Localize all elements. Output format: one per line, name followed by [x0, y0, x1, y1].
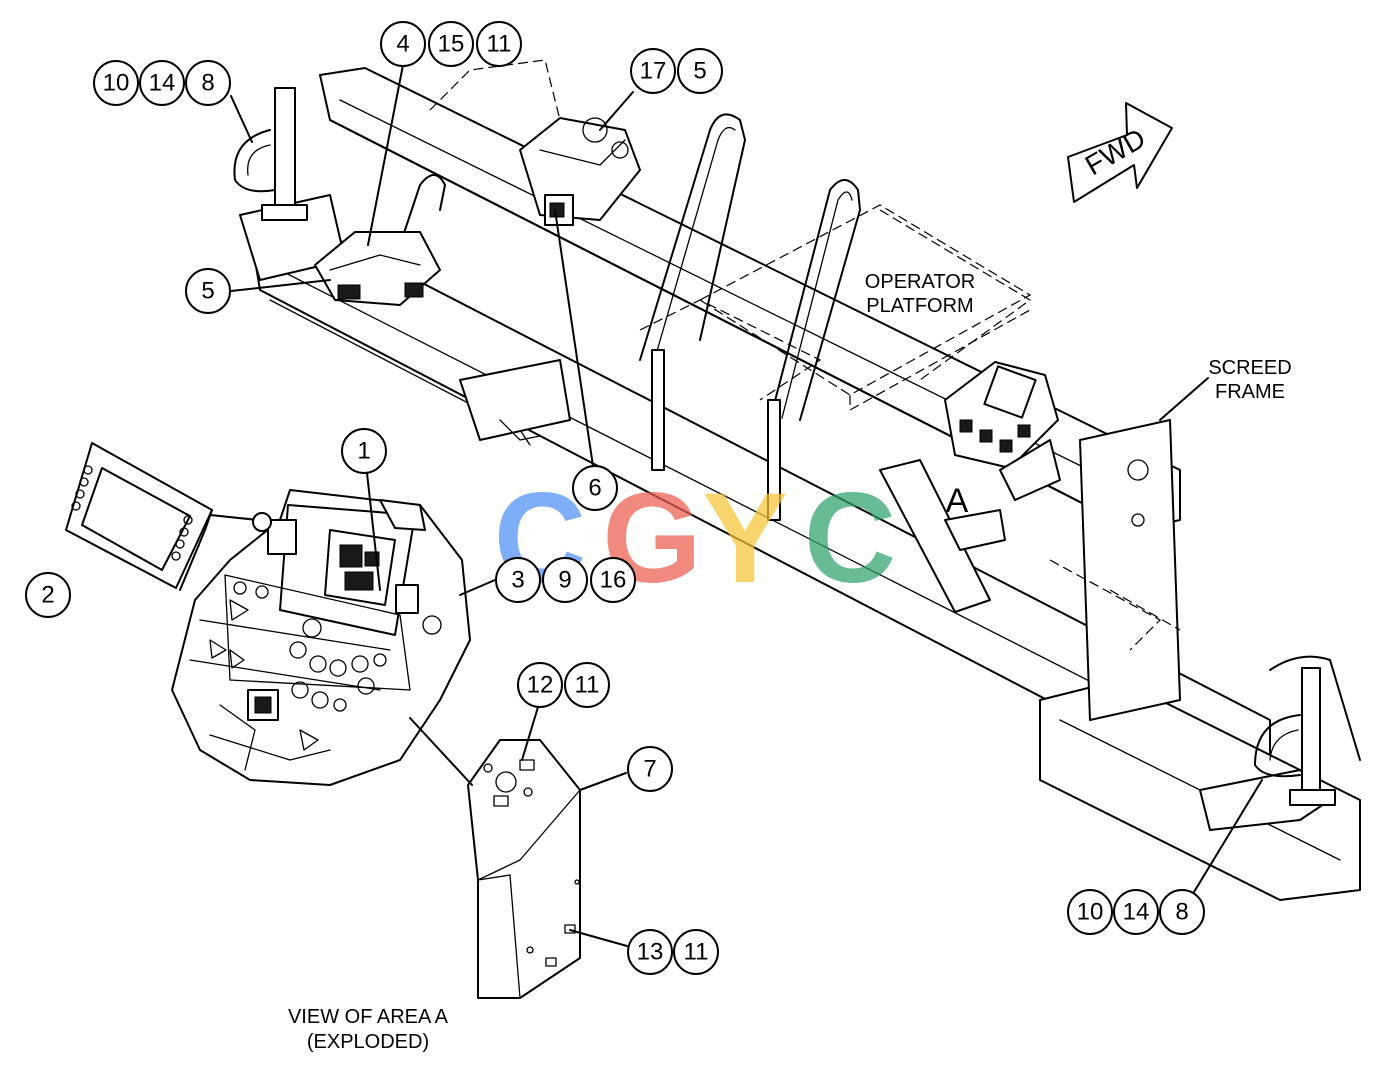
callout-number: 15 [438, 31, 465, 58]
leader-lines [209, 64, 1263, 947]
callout-bubble: 8 [1159, 889, 1205, 935]
callout-number: 9 [558, 567, 571, 594]
callout-number: 6 [588, 475, 601, 502]
callout-number: 11 [575, 672, 600, 699]
callout-bubble: 7 [627, 746, 673, 792]
callout-number: 4 [396, 31, 409, 58]
callout-bubble: 9 [542, 557, 588, 603]
callout-bubble: 5 [677, 48, 723, 94]
display-unit-drawing [65, 442, 213, 591]
callout-number: 11 [487, 31, 512, 58]
callout-number: 5 [201, 278, 214, 305]
top-console-drawing [519, 117, 641, 226]
callout-number: 12 [527, 672, 554, 699]
callout-number: 8 [1175, 899, 1188, 926]
callout-bubble: 3 [495, 557, 541, 603]
callout-bubble: 4 [380, 21, 426, 67]
watermark-letter-y: Y [702, 467, 787, 610]
callout-number: 14 [149, 70, 176, 97]
view-label-line1: VIEW OF AREA A [288, 1006, 449, 1028]
callout-bubble: 11 [673, 929, 719, 975]
callout-bubble: 16 [590, 557, 636, 603]
callout-bubble: 12 [517, 662, 563, 708]
callout-bubble: 17 [630, 48, 676, 94]
callout-bubble: 15 [428, 21, 474, 67]
callout-bubbles: 10 14 8 4 15 11 17 5 5 1 6 2 3 9 16 12 1… [25, 21, 1205, 975]
operator-label-line2: PLATFORM [866, 295, 973, 317]
callout-bubble: 13 [627, 929, 673, 975]
callout-number: 10 [1077, 899, 1104, 926]
callout-number: 11 [684, 939, 709, 966]
watermark-letter-c2: C [804, 467, 896, 610]
text-labels: OPERATOR PLATFORM SCREED FRAME A VIEW OF… [288, 271, 1292, 1053]
callout-number: 7 [643, 756, 656, 783]
callout-number: 17 [640, 58, 667, 85]
callout-number: 13 [637, 939, 664, 966]
callout-bubble: 14 [1113, 889, 1159, 935]
callout-number: 3 [511, 567, 524, 594]
callout-bubble: 5 [185, 268, 231, 314]
area-a-label: A [946, 482, 969, 520]
callout-bubble: 11 [564, 662, 610, 708]
operator-label-line1: OPERATOR [865, 271, 975, 293]
callout-bubble: 10 [93, 60, 139, 106]
callout-number: 2 [41, 582, 54, 609]
screed-label-line2: FRAME [1215, 381, 1285, 403]
callout-number: 16 [600, 567, 627, 594]
callout-number: 14 [1123, 899, 1150, 926]
callout-number: 5 [693, 58, 706, 85]
screed-label-line1: SCREED [1208, 357, 1291, 379]
callout-bubble: 6 [572, 465, 618, 511]
callout-bubble: 14 [139, 60, 185, 106]
handrail-drawing [233, 87, 1361, 806]
screed-frame-drawing [239, 59, 1361, 901]
callout-number: 10 [103, 70, 130, 97]
fwd-arrow: FWD [1067, 102, 1173, 203]
control-panel-drawing [171, 489, 471, 786]
left-console-drawing [314, 231, 441, 306]
view-label-line2: (EXPLODED) [307, 1031, 429, 1053]
callout-bubble: 10 [1067, 889, 1113, 935]
mounting-bracket-drawing [467, 739, 581, 999]
callout-number: 1 [357, 438, 370, 465]
right-console-drawing [944, 361, 1061, 501]
callout-number: 8 [201, 70, 214, 97]
callout-bubble: 2 [25, 572, 71, 618]
callout-bubble: 8 [185, 60, 231, 106]
callout-bubble: 1 [341, 428, 387, 474]
operator-platform-drawing [698, 204, 1032, 412]
callout-bubble: 11 [476, 21, 522, 67]
